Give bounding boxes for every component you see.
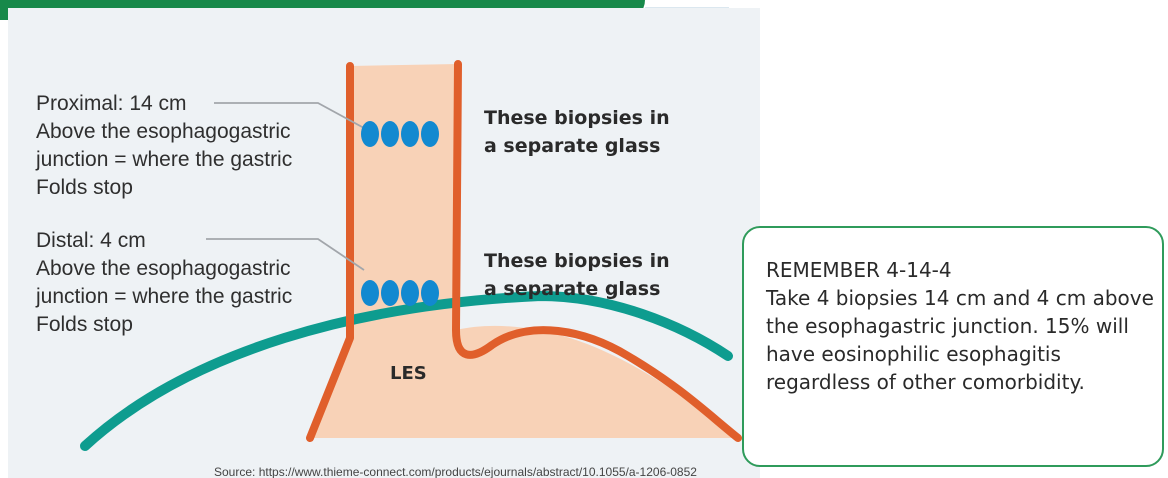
biopsy-dot — [421, 121, 439, 147]
biopsy-dot — [401, 280, 419, 306]
proximal-biopsy-note-line: a separate glass — [484, 135, 660, 157]
biopsy-dot — [361, 121, 379, 147]
biopsy-dot — [421, 280, 439, 306]
biopsy-dot — [381, 121, 399, 147]
proximal-label-line: junction = where the gastric — [35, 148, 292, 171]
distal-label-line: junction = where the gastric — [35, 285, 292, 308]
distal-label-line: Folds stop — [36, 313, 133, 336]
distal-biopsy-note-line: These biopsies in — [484, 250, 670, 272]
proximal-biopsy-note-line: These biopsies in — [484, 107, 670, 129]
esophagus-diagram: Proximal: 14 cm Above the esophagogastri… — [0, 0, 760, 478]
distal-label: Distal: 4 cm Above the esophagogastric j… — [35, 229, 292, 336]
callout-body: Take 4 biopsies 14 cm and 4 cm above the… — [766, 284, 1156, 396]
proximal-label-line: Proximal: 14 cm — [36, 92, 187, 115]
distal-biopsy-note: These biopsies in a separate glass — [484, 250, 670, 300]
reminder-callout: REMEMBER 4-14-4 Take 4 biopsies 14 cm an… — [742, 226, 1164, 467]
proximal-label: Proximal: 14 cm Above the esophagogastri… — [35, 92, 292, 199]
source-citation: Source: https://www.thieme-connect.com/p… — [214, 465, 697, 478]
les-label: LES — [390, 363, 427, 384]
biopsy-dot — [361, 280, 379, 306]
proximal-label-line: Above the esophagogastric — [36, 120, 291, 143]
proximal-biopsy-note: These biopsies in a separate glass — [484, 107, 670, 157]
distal-label-line: Above the esophagogastric — [36, 257, 291, 280]
biopsy-dot — [381, 280, 399, 306]
biopsy-dot — [401, 121, 419, 147]
distal-biopsy-note-line: a separate glass — [484, 278, 660, 300]
distal-label-line: Distal: 4 cm — [36, 229, 146, 252]
callout-title: REMEMBER 4-14-4 — [766, 256, 1162, 284]
proximal-label-line: Folds stop — [36, 176, 133, 199]
